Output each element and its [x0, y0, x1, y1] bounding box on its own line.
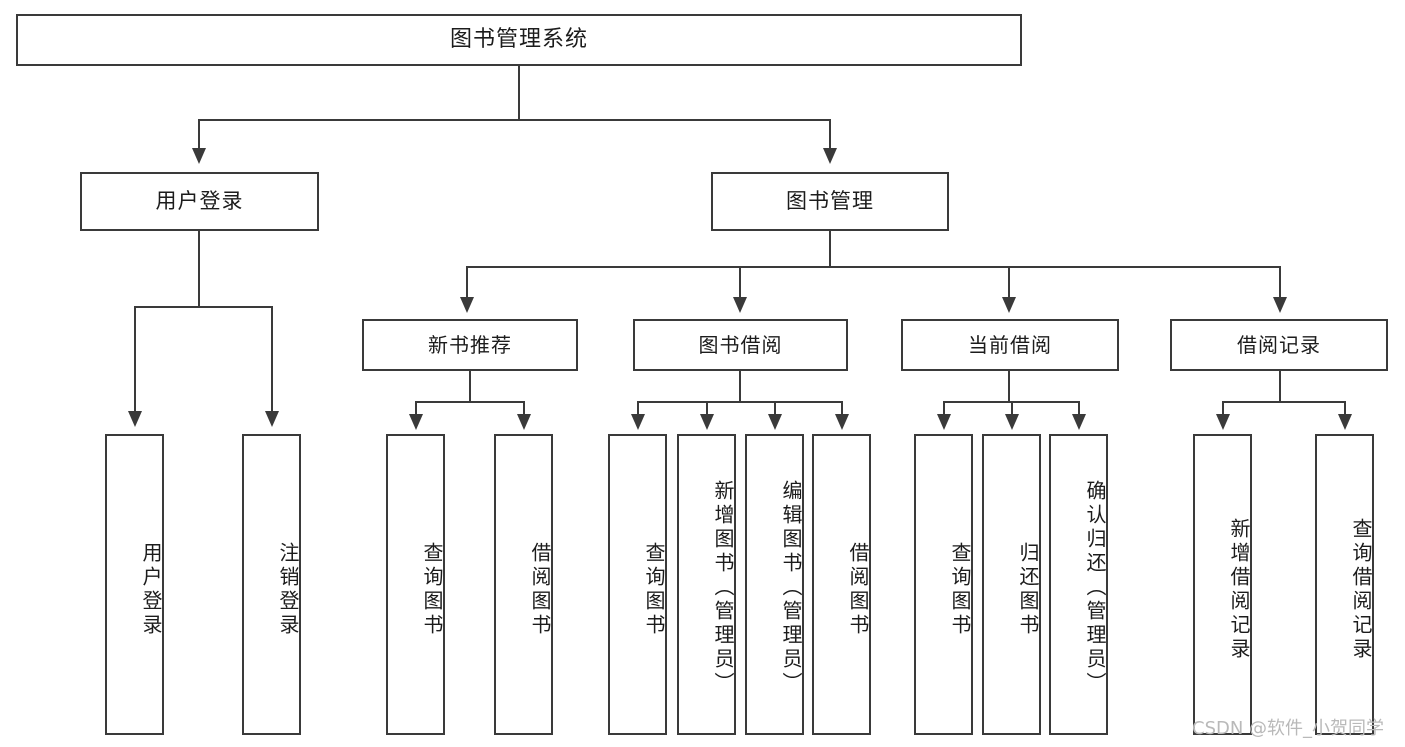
arrowhead-user-login-leaf-1: [128, 411, 142, 427]
connector-book-mgmt-to-new-book: [466, 266, 468, 299]
leaf-user-login[interactable]: 用户登录: [105, 434, 164, 735]
leaf-label: 查询图书: [642, 541, 666, 638]
connector-book-borrow-leaf-1: [637, 401, 639, 418]
arrowhead-book-mgmt-current: [1002, 297, 1016, 313]
leaf-label: 用户登录: [139, 541, 163, 638]
leaf-record-add-record[interactable]: 新增借阅记录: [1193, 434, 1252, 735]
connector-root-stem: [518, 66, 520, 119]
arrowhead-book-mgmt-new-book: [460, 297, 474, 313]
arrowhead-user-login-leaf-2: [265, 411, 279, 427]
connector-root-to-user-login: [198, 119, 200, 150]
leaf-label: 注销登录: [276, 541, 300, 638]
connector-book-mgmt-to-borrow: [739, 266, 741, 299]
connector-book-mgmt-stem: [829, 231, 831, 267]
arrowhead-root-to-book-mgmt: [823, 148, 837, 164]
leaf-new-book-query-book[interactable]: 查询图书: [386, 434, 445, 735]
node-borrow-record[interactable]: 借阅记录: [1170, 319, 1388, 371]
connector-book-borrow-leaf-4: [841, 401, 843, 418]
connector-user-login-to-leaf-2: [271, 306, 273, 413]
arrowhead-book-borrow-leaf-4: [835, 414, 849, 430]
leaf-current-confirm-return-admin[interactable]: 确认归还（管理员）: [1049, 434, 1108, 735]
connector-new-book-stem: [469, 371, 471, 402]
leaf-label: 新增借阅记录: [1227, 517, 1251, 662]
connector-book-mgmt-to-current: [1008, 266, 1010, 299]
arrowhead-book-borrow-leaf-3: [768, 414, 782, 430]
connector-current-borrow-leaf-2: [1011, 401, 1013, 418]
connector-book-borrow-leaf-2: [706, 401, 708, 418]
arrowhead-borrow-record-leaf-1: [1216, 414, 1230, 430]
connector-borrow-record-leaf-1: [1222, 401, 1224, 418]
arrowhead-book-borrow-leaf-1: [631, 414, 645, 430]
node-label: 借阅记录: [1237, 332, 1321, 357]
node-root-system[interactable]: 图书管理系统: [16, 14, 1022, 66]
watermark-text: CSDN @软件_小贺同学: [1192, 718, 1385, 739]
arrowhead-current-borrow-leaf-1: [937, 414, 951, 430]
arrowhead-current-borrow-leaf-3: [1072, 414, 1086, 430]
node-new-book-recommend[interactable]: 新书推荐: [362, 319, 578, 371]
connector-book-mgmt-to-record: [1279, 266, 1281, 299]
node-label: 图书管理: [786, 189, 874, 214]
arrowhead-new-book-leaf-1: [409, 414, 423, 430]
node-label: 当前借阅: [968, 332, 1052, 357]
leaf-new-book-borrow-book[interactable]: 借阅图书: [494, 434, 553, 735]
arrowhead-root-to-user-login: [192, 148, 206, 164]
connector-borrow-record-stem: [1279, 371, 1281, 402]
connector-current-borrow-bus: [943, 401, 1078, 403]
connector-borrow-record-bus: [1222, 401, 1346, 403]
arrowhead-borrow-record-leaf-2: [1338, 414, 1352, 430]
csdn-watermark: CSDN @软件_小贺同学: [1192, 714, 1384, 740]
leaf-borrow-add-book-admin[interactable]: 新增图书（管理员）: [677, 434, 736, 735]
connector-current-borrow-leaf-3: [1078, 401, 1080, 418]
leaf-borrow-borrow-book[interactable]: 借阅图书: [812, 434, 871, 735]
arrowhead-current-borrow-leaf-2: [1005, 414, 1019, 430]
node-label: 新书推荐: [428, 332, 512, 357]
arrowhead-book-mgmt-borrow: [733, 297, 747, 313]
connector-book-mgmt-bus: [466, 266, 1281, 268]
arrowhead-new-book-leaf-2: [517, 414, 531, 430]
leaf-label: 查询图书: [420, 541, 444, 638]
connector-new-book-bus: [415, 401, 525, 403]
leaf-label: 新增图书（管理员）: [711, 479, 735, 696]
leaf-label: 借阅图书: [846, 541, 870, 638]
leaf-logout-login[interactable]: 注销登录: [242, 434, 301, 735]
leaf-label: 编辑图书（管理员）: [779, 479, 803, 696]
connector-root-bus: [198, 119, 830, 121]
node-label: 图书借阅: [698, 332, 783, 357]
connector-new-book-leaf-2: [523, 401, 525, 418]
connector-user-login-bus: [134, 306, 271, 308]
leaf-record-query-record[interactable]: 查询借阅记录: [1315, 434, 1374, 735]
arrowhead-book-borrow-leaf-2: [700, 414, 714, 430]
connector-current-borrow-leaf-1: [943, 401, 945, 418]
node-user-login[interactable]: 用户登录: [80, 172, 319, 231]
connector-book-borrow-leaf-3: [774, 401, 776, 418]
connector-book-borrow-stem: [739, 371, 741, 402]
connector-new-book-leaf-1: [415, 401, 417, 418]
leaf-label: 归还图书: [1016, 541, 1040, 638]
leaf-borrow-edit-book-admin[interactable]: 编辑图书（管理员）: [745, 434, 804, 735]
connector-current-borrow-stem: [1008, 371, 1010, 402]
leaf-current-return-book[interactable]: 归还图书: [982, 434, 1041, 735]
leaf-current-query-book[interactable]: 查询图书: [914, 434, 973, 735]
leaf-label: 借阅图书: [528, 541, 552, 638]
connector-book-borrow-bus: [637, 401, 843, 403]
node-book-borrow[interactable]: 图书借阅: [633, 319, 848, 371]
leaf-label: 查询图书: [948, 541, 972, 638]
arrowhead-book-mgmt-record: [1273, 297, 1287, 313]
connector-root-to-book-mgmt: [829, 119, 831, 150]
node-label: 用户登录: [155, 189, 244, 214]
node-current-borrow[interactable]: 当前借阅: [901, 319, 1119, 371]
leaf-label: 查询借阅记录: [1349, 517, 1373, 662]
connector-user-login-to-leaf-1: [134, 306, 136, 413]
connector-user-login-stem: [198, 231, 200, 307]
leaf-borrow-query-book[interactable]: 查询图书: [608, 434, 667, 735]
node-label: 图书管理系统: [449, 27, 588, 53]
leaf-label: 确认归还（管理员）: [1083, 479, 1107, 696]
node-book-management[interactable]: 图书管理: [711, 172, 949, 231]
connector-borrow-record-leaf-2: [1344, 401, 1346, 418]
